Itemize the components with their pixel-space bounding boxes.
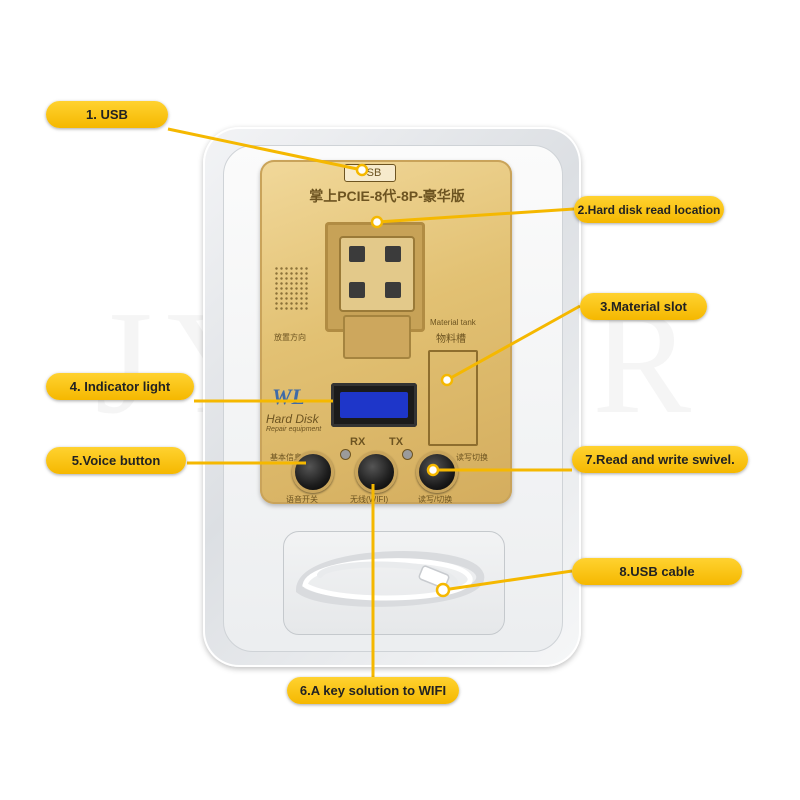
- callout-indicator-light: 4. Indicator light: [46, 373, 194, 400]
- material-tank-en: Material tank: [430, 318, 476, 327]
- right-button-note: 读写切换: [456, 453, 488, 462]
- socket-latch: [343, 315, 411, 359]
- left-button-note: 基本信息: [270, 453, 302, 462]
- hard-disk-sub-label: Repair equipment: [266, 426, 322, 433]
- callout-wifi-key: 6.A key solution to WIFI: [287, 677, 459, 704]
- brand-logo: WL: [272, 384, 305, 409]
- callout-usb: 1. USB: [46, 101, 168, 128]
- socket-pad: [385, 246, 401, 262]
- voice-button[interactable]: [292, 451, 334, 493]
- callout-hard-disk-read-location: 2.Hard disk read location: [574, 196, 724, 223]
- tx-label: TX: [389, 436, 404, 448]
- indicator-light: [340, 392, 408, 418]
- material-tank-cn: 物料槽: [436, 334, 466, 345]
- board-title: 掌上PCIE-8代-8P-豪华版: [309, 188, 465, 204]
- callout-material-slot: 3.Material slot: [580, 293, 707, 320]
- rx-led: [340, 449, 351, 460]
- wifi-key-button[interactable]: [355, 451, 397, 493]
- socket-pad: [385, 282, 401, 298]
- usb-cable-icon: [295, 551, 485, 607]
- tx-led: [402, 449, 413, 460]
- read-write-note: 读写/切换: [418, 495, 453, 504]
- hard-disk-label: Hard Disk: [266, 412, 319, 426]
- callout-usb-cable: 8.USB cable: [572, 558, 742, 585]
- socket-pad: [349, 246, 365, 262]
- voice-switch-note: 语音开关: [286, 495, 318, 504]
- wifi-note: 无线(WIFI): [350, 495, 389, 504]
- callout-read-write-swivel: 7.Read and write swivel.: [572, 446, 748, 473]
- leader-endpoints: [355, 163, 454, 598]
- socket-pad: [349, 282, 365, 298]
- vent-grid: [274, 266, 308, 310]
- material-slot: [428, 350, 478, 446]
- leader-lines: [167, 127, 581, 690]
- callout-voice-button: 5.Voice button: [46, 447, 186, 474]
- rx-label: RX: [350, 436, 366, 448]
- placement-direction-note: 放置方向: [274, 333, 306, 342]
